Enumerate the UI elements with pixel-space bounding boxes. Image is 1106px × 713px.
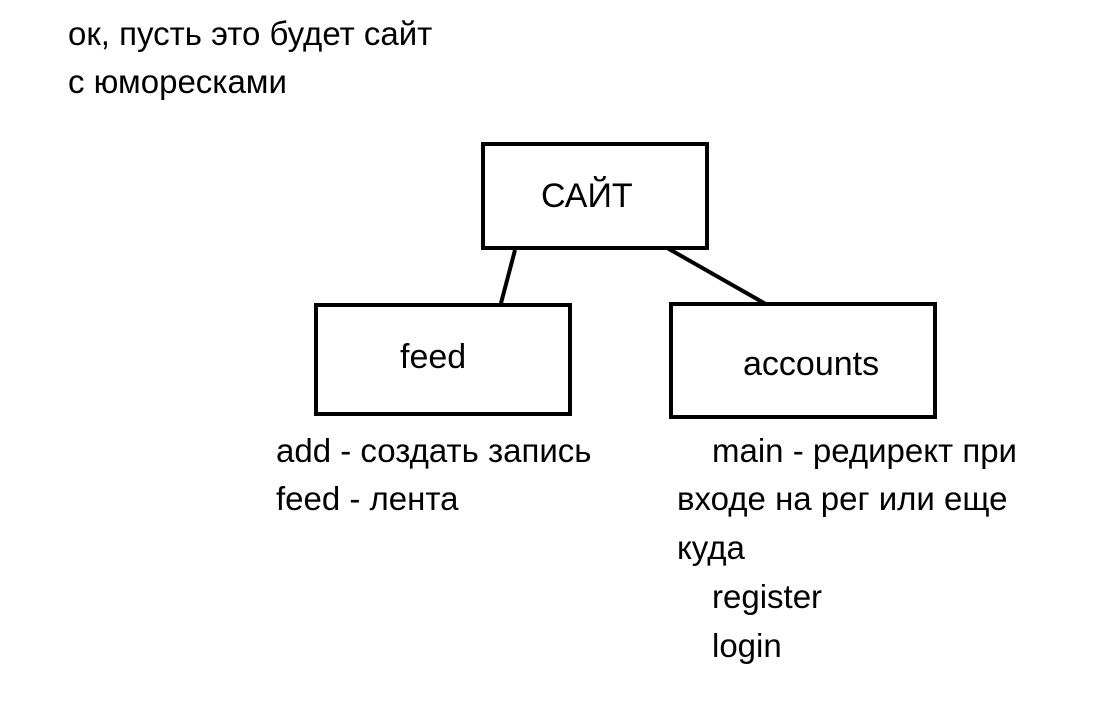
node-accounts-label: accounts <box>743 345 880 383</box>
intro-line-1: ок, пусть это будет сайт <box>68 15 433 52</box>
accounts-note-main: main - редирект при <box>712 432 1017 469</box>
node-feed-label: feed <box>400 338 467 376</box>
accounts-note-main-cont1: входе на рег или еще <box>677 480 1008 517</box>
accounts-note-login: login <box>712 627 782 664</box>
accounts-note-register: register <box>712 578 823 615</box>
node-root: САЙТ <box>481 142 709 250</box>
accounts-note-main-cont2: куда <box>677 529 745 566</box>
feed-note-feed: feed - лента <box>276 480 459 517</box>
node-root-label: САЙТ <box>541 177 633 215</box>
edge-root-feed <box>498 249 517 308</box>
intro-line-2: с юморесками <box>68 63 287 100</box>
node-feed: feed <box>314 303 572 416</box>
node-accounts: accounts <box>669 302 937 419</box>
feed-note-add: add - создать запись <box>276 432 592 469</box>
edge-root-accounts <box>661 243 772 309</box>
